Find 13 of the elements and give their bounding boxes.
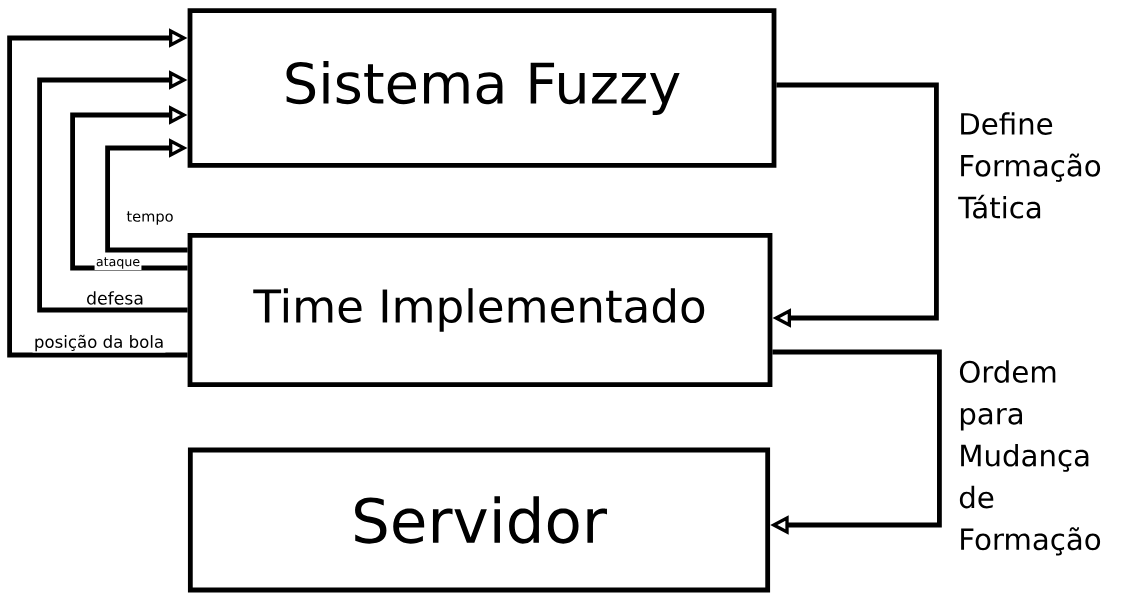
- process-box: Time Implementado: [187, 232, 773, 388]
- edge-label: ataque: [94, 255, 142, 271]
- edge-label: tempo: [125, 210, 175, 226]
- edge-label: Define Formação Tática: [958, 112, 1101, 219]
- arrow: [7, 28, 188, 358]
- edge-label: defesa: [84, 290, 146, 306]
- edge-label: posição da bola: [32, 333, 166, 353]
- edge-label: Ordem para Mudança de Formação: [959, 360, 1101, 556]
- process-box: Servidor: [187, 447, 771, 593]
- arrow: [105, 138, 188, 253]
- arrow: [37, 70, 188, 313]
- process-box: Sistema Fuzzy: [187, 8, 777, 168]
- arrow: [70, 105, 188, 271]
